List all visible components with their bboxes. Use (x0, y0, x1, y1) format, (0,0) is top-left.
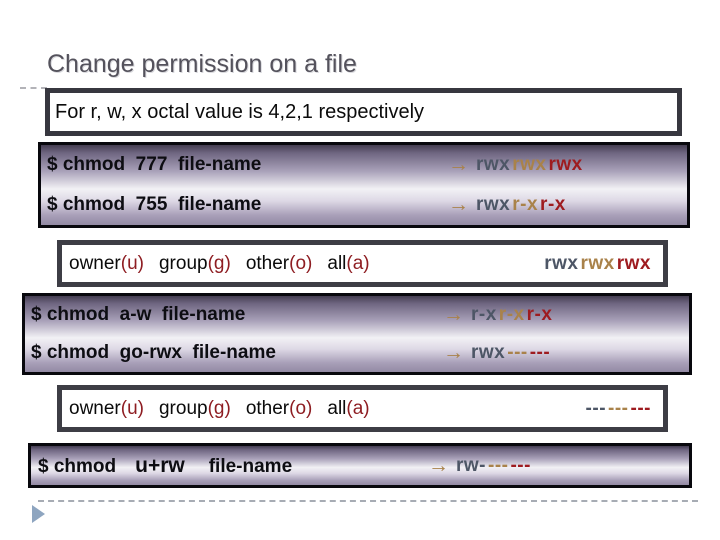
perm-group: --- (488, 454, 509, 476)
perm-owner: rwx (476, 154, 511, 175)
perm-owner: r-x (471, 304, 497, 325)
command-row-755: $ chmod 755 file-name → rwx r-x r-x (41, 185, 687, 225)
page-title: Change permission on a file (47, 50, 357, 78)
perm-other: rwx (616, 252, 651, 274)
note-box: For r, w, x octal value is 4,2,1 respect… (45, 88, 682, 136)
legend-group-label: group (158, 397, 208, 419)
legend-group-scope: (g) (207, 252, 231, 274)
command-text: $ chmod 777 file-name (47, 154, 262, 175)
right-arrow-icon: → (448, 153, 469, 176)
footer-dashed-divider (38, 500, 698, 502)
command-text-group: $ chmod u+rw file-name (31, 454, 428, 478)
right-arrow-icon: → (443, 303, 464, 326)
legend-all: all(a) (327, 398, 369, 420)
legend-group-label: group (158, 252, 208, 274)
slide-bullet-arrow-icon (32, 505, 45, 523)
perm-owner: rwx (476, 194, 511, 215)
perm-group: --- (608, 397, 629, 419)
perm-group: --- (507, 342, 528, 363)
legend-owner-label: owner (69, 252, 121, 274)
perm-group: rwx (580, 252, 615, 274)
legend-all: all(a) (327, 253, 369, 275)
command-mode: u+rw (135, 453, 185, 477)
command-text: $ chmod 755 file-name (47, 194, 262, 215)
legend-perm-string: --- --- --- (586, 398, 651, 420)
perm-other: r-x (526, 304, 553, 325)
command-text: $ chmod go-rwx file-name (31, 342, 276, 363)
command-bar-octal: $ chmod 777 file-name → rwx rwx rwx $ ch… (38, 142, 690, 228)
legend-owner-label: owner (69, 397, 121, 419)
legend-group: group(g) (159, 253, 231, 275)
command-bar-symbolic-remove: $ chmod a-w file-name → r-x r-x r-x $ ch… (22, 293, 692, 375)
legend-other: other(o) (246, 253, 313, 275)
right-arrow-icon: → (443, 341, 464, 364)
right-arrow-icon: → (448, 193, 469, 216)
command-row-u+rw: $ chmod u+rw file-name → rw- --- --- (31, 446, 689, 485)
command-row-go-rwx: $ chmod go-rwx file-name → rwx --- --- (25, 334, 689, 372)
legend-other-scope: (o) (289, 397, 313, 419)
legend-all-label: all (327, 252, 347, 274)
legend-owner: owner(u) (69, 398, 144, 420)
perm-other: rwx (548, 154, 583, 175)
legend-group: group(g) (159, 398, 231, 420)
legend-box-rwx: owner(u) group(g) other(o) all(a) rwx rw… (57, 240, 668, 287)
perm-owner: rwx (544, 252, 579, 274)
legend-other-label: other (245, 252, 290, 274)
perm-group: r-x (498, 304, 525, 325)
command-row-a-w: $ chmod a-w file-name → r-x r-x r-x (25, 296, 689, 334)
legend-all-label: all (327, 397, 347, 419)
legend-other-label: other (245, 397, 290, 419)
legend-other-scope: (o) (289, 252, 313, 274)
command-text: $ chmod a-w file-name (31, 304, 246, 325)
title-underline-dash (20, 87, 47, 89)
perm-owner: rwx (471, 342, 506, 363)
command-bar-symbolic-add: $ chmod u+rw file-name → rw- --- --- (28, 443, 692, 488)
legend-other: other(o) (246, 398, 313, 420)
perm-other: r-x (540, 194, 566, 215)
legend-group-scope: (g) (207, 397, 231, 419)
perm-other: --- (630, 397, 651, 419)
legend-all-scope: (a) (346, 252, 370, 274)
command-row-777: $ chmod 777 file-name → rwx rwx rwx (41, 145, 687, 185)
command-prefix: $ chmod (38, 455, 117, 477)
note-text: For r, w, x octal value is 4,2,1 respect… (55, 100, 425, 123)
legend-perm-string: rwx rwx rwx (544, 253, 651, 275)
perm-group: rwx (512, 154, 547, 175)
legend-owner-scope: (u) (120, 397, 144, 419)
right-arrow-icon: → (428, 453, 449, 477)
perm-owner: rw- (456, 454, 486, 476)
perm-other: --- (510, 454, 531, 476)
perm-owner: --- (585, 397, 607, 419)
command-filename: file-name (208, 455, 293, 477)
legend-box-dashes: owner(u) group(g) other(o) all(a) --- --… (57, 385, 668, 432)
perm-group: r-x (512, 194, 539, 215)
legend-owner: owner(u) (69, 253, 144, 275)
legend-owner-scope: (u) (120, 252, 144, 274)
legend-all-scope: (a) (346, 397, 370, 419)
perm-other: --- (529, 342, 551, 363)
